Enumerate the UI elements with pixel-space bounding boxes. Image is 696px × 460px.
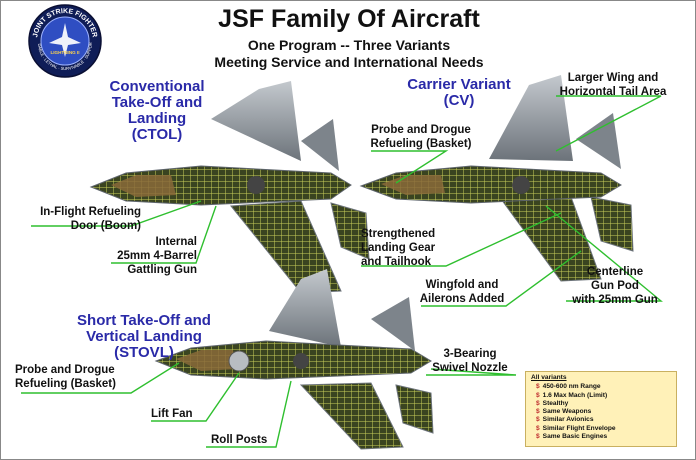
cv-canopy [381,175,445,195]
gun-pod-line1: Centerline [586,266,644,278]
wingfold-line2: Ailerons Added [419,293,505,305]
legend-item: Same Basic Engines [536,433,676,441]
ctol-engine-marker [247,176,265,194]
legend-item: Similar Flight Envelope [536,425,676,433]
wingfold-line1: Wingfold and [425,279,499,291]
internal-gun-line1: Internal [155,236,197,248]
internal-gun-line3: Gattling Gun [127,264,197,276]
cv-vertical-tail [576,113,621,169]
legend-header: All variants [531,374,567,381]
probe-stovl-line2: Refueling (Basket) [15,378,116,390]
legend-item: Same Weapons [536,408,676,416]
leader-larger-wing [555,95,662,152]
callout-landing-gear: Strengthened Landing Gear and Tailhook [361,227,461,269]
stovl-horizontal-tail [395,384,434,434]
stovl-label-line2: Vertical Landing [86,328,202,345]
internal-gun-line2: 25mm 4-Barrel [117,250,197,262]
leader-roll-posts [206,380,292,448]
ctol-lower-wing [230,200,342,294]
seal-jet-icon [49,23,81,57]
seal-center-text: LIGHTNING II [50,50,79,55]
ctol-label-line3: Landing [127,110,187,127]
refuel-boom-line1: In-Flight Refueling [40,206,141,218]
ctol-label-line4: (CTOL) [131,126,183,143]
leader-probe-cv [371,150,449,184]
cv-engine-marker [512,176,530,194]
ctol-aircraft [89,81,370,294]
callout-swivel: 3-Bearing Swivel Nozzle [429,347,511,375]
callout-probe-stovl: Probe and Drogue Refueling (Basket) [15,363,141,391]
leader-swivel [426,368,517,376]
landing-gear-line2: Landing Gear [361,242,436,254]
stovl-label-line1: Short Take-Off and [77,312,211,329]
page-title: JSF Family Of Aircraft [218,5,480,33]
stovl-engine-marker [293,353,309,369]
probe-cv-line2: Refueling (Basket) [370,138,472,150]
leader-wingfold [421,250,582,307]
larger-wing-line2: Horizontal Tail Area [559,86,667,98]
leader-refuel-boom [31,200,202,227]
legend-item: 450-600 nm Range [536,383,676,391]
ctol-upper-wing [211,81,301,161]
callout-wingfold: Wingfold and Ailerons Added [419,278,505,306]
variant-label-stovl: Short Take-Off and Vertical Landing (STO… [59,313,229,361]
swivel-line2: Swivel Nozzle [432,362,508,374]
cv-label-line2: (CV) [443,92,475,109]
callout-gun-pod: Centerline Gun Pod with 25mm Gun [567,265,663,307]
all-variants-legend: All variants 450-600 nm Range 1.6 Max Ma… [525,371,677,447]
ctol-label-line1: Conventional [109,78,205,95]
callout-larger-wing: Larger Wing and Horizontal Tail Area [549,71,677,99]
callout-probe-cv: Probe and Drogue Refueling (Basket) [365,123,477,151]
seal-emblem-graphic: JOINT STRIKE FIGHTER AFFORDABLE · LETHAL… [25,1,102,78]
probe-cv-line1: Probe and Drogue [371,124,471,136]
landing-gear-line3: and Tailhook [361,256,432,268]
callout-roll-posts: Roll Posts [211,434,268,446]
legend-list: 450-600 nm Range 1.6 Max Mach (Limit) St… [526,383,676,441]
stovl-vertical-tail [371,297,415,351]
subtitle-needs: Meeting Service and International Needs [214,54,484,70]
legend-item: Stealthy [536,400,676,408]
stovl-upper-wing [269,269,341,347]
refuel-boom-line2: Door (Boom) [70,220,141,232]
leader-landing-gear [361,212,562,267]
stovl-lift-fan-marker [228,350,250,372]
ctol-horizontal-tail [330,202,370,260]
leader-probe-stovl [21,362,180,394]
leader-lift-fan [151,372,240,422]
leader-gun-pod [545,205,663,302]
leader-internal-gun [111,205,217,264]
variant-label-cv: Carrier Variant (CV) [389,77,529,109]
cv-label-line1: Carrier Variant [407,76,511,93]
callout-lift-fan: Lift Fan [151,408,193,420]
probe-stovl-line1: Probe and Drogue [15,364,115,376]
gun-pod-line3: with 25mm Gun [572,294,658,306]
stovl-aircraft [154,269,434,450]
callout-leader-lines [21,95,663,448]
stovl-canopy [176,350,237,371]
subtitle-program: One Program -- Three Variants [247,37,451,53]
stovl-lower-wing [299,382,404,450]
stovl-label-line3: (STOVL) [114,344,174,361]
legend-item: Similar Avionics [536,416,676,424]
gun-pod-line2: Gun Pod [591,280,639,292]
swivel-line1: 3-Bearing [443,348,497,360]
jsf-seal-logo: JOINT STRIKE FIGHTER AFFORDABLE · LETHAL… [25,1,103,79]
callout-internal-gun: Internal 25mm 4-Barrel Gattling Gun [97,235,197,277]
landing-gear-line1: Strengthened [361,228,436,240]
cv-aircraft [359,75,634,282]
callout-refuel-boom: In-Flight Refueling Door (Boom) [15,205,141,233]
legend-item: 1.6 Max Mach (Limit) [536,392,676,400]
ctol-label-line2: Take-Off and [111,94,203,111]
ctol-vertical-tail [301,119,339,171]
cv-upper-wing [489,75,573,161]
larger-wing-line1: Larger Wing and [567,72,659,84]
ctol-canopy [111,175,176,197]
cv-horizontal-tail [590,196,634,252]
variant-label-ctol: Conventional Take-Off and Landing (CTOL) [107,79,207,143]
